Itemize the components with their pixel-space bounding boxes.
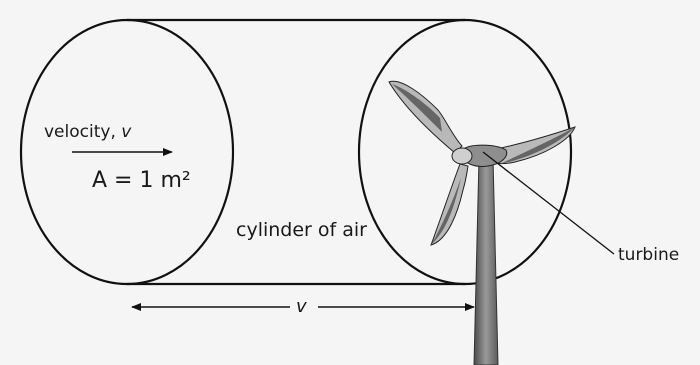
area-label: A = 1 m² [92,168,191,193]
velocity-label-text: velocity, [44,122,122,142]
turbine-hub [451,147,473,165]
turbine-blades [388,80,576,246]
cylinder-left-face [19,18,235,286]
turbine-label: turbine [618,245,680,265]
length-label: v [296,296,307,317]
cylinder-right-face [357,18,573,286]
turbine-tower [473,157,499,365]
velocity-label: velocity, v [44,124,131,141]
turbine-leader-line [482,151,615,255]
velocity-symbol: v [121,122,132,142]
cylinder-label: cylinder of air [236,219,367,241]
